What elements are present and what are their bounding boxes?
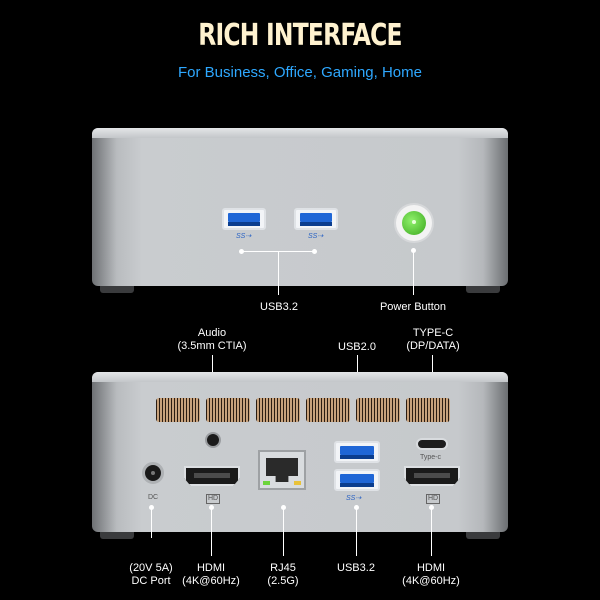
- ss-mark-2: SS⇢: [308, 233, 324, 240]
- front-usb-port-2: [294, 208, 338, 230]
- vent-4: [306, 398, 350, 422]
- vent-6: [406, 398, 450, 422]
- front-foot-right: [466, 286, 500, 293]
- page-subtitle: For Business, Office, Gaming, Home: [178, 64, 422, 81]
- back-foot-left: [100, 532, 134, 539]
- page-title: RICH INTERFACE: [198, 18, 402, 53]
- hdmi-port-1: [184, 466, 240, 486]
- usb2-label: USB2.0: [338, 341, 376, 353]
- dc-port-label: (20V 5A)DC Port: [129, 562, 173, 587]
- audio-jack: [205, 432, 221, 448]
- hdmi-port-2: [404, 466, 460, 486]
- ss-mark-1: SS⇢: [236, 233, 252, 240]
- rj45-port: [258, 450, 306, 490]
- back-usb32-port: [334, 469, 380, 491]
- front-foot-left: [100, 286, 134, 293]
- front-usb-label: USB3.2: [260, 301, 298, 313]
- front-panel: [92, 128, 508, 286]
- front-panel-top: [92, 128, 508, 138]
- vent-2: [206, 398, 250, 422]
- power-button-label: Power Button: [379, 301, 447, 313]
- dc-mark: DC: [148, 494, 159, 501]
- typec-label: TYPE-C(DP/DATA): [406, 327, 460, 352]
- vent-3: [256, 398, 300, 422]
- dc-port: [142, 462, 164, 484]
- typec-port: [416, 438, 448, 450]
- rj45-label: RJ45(2.5G): [267, 562, 299, 587]
- hd-mark-2: HD: [426, 494, 441, 504]
- hdmi-2-label: HDMI(4K@60Hz): [402, 562, 460, 587]
- back-panel-top: [92, 372, 508, 382]
- back-usb2-port: [334, 441, 380, 463]
- vent-5: [356, 398, 400, 422]
- typec-mark: Type-c: [420, 454, 442, 461]
- vent-1: [156, 398, 200, 422]
- power-button[interactable]: [396, 205, 432, 241]
- hd-mark-1: HD: [206, 494, 221, 504]
- audio-label: Audio(3.5mm CTIA): [177, 327, 247, 352]
- hdmi-1-label: HDMI(4K@60Hz): [182, 562, 240, 587]
- front-usb-port-1: [222, 208, 266, 230]
- usb32-back-label: USB3.2: [337, 562, 375, 574]
- ss-mark-back: SS⇢: [346, 495, 362, 502]
- back-foot-right: [466, 532, 500, 539]
